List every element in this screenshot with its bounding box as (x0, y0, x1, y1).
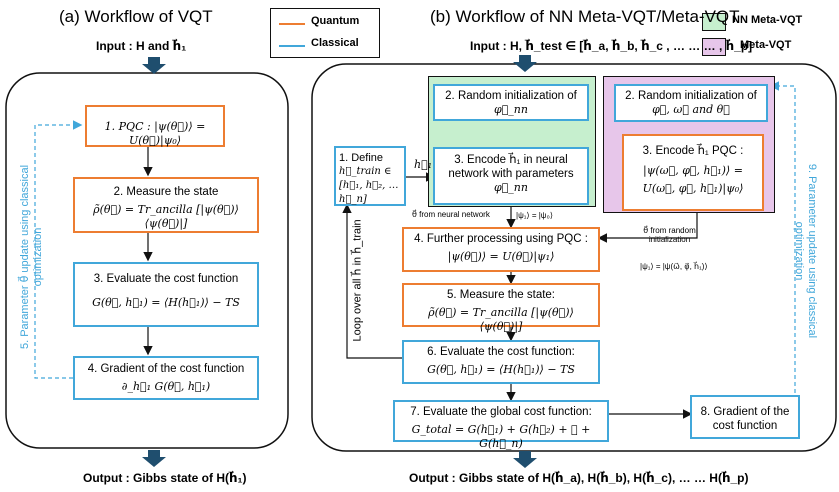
psi1-meta-label: |ψ₁⟩ = |ψ(ω⃗, φ⃗, h⃗₁)⟩ (640, 262, 708, 271)
left-gradient-eq: ∂_h⃗₁ G(θ⃗, h⃗₁) (121, 380, 211, 393)
define-eq: h⃗_train ∈ [h⃗₁, h⃗₂, … h⃗_n] (339, 166, 399, 205)
legend-meta-swatch (702, 38, 726, 56)
gradient-box: 8. Gradient of the cost function (690, 395, 800, 439)
left-output: Output : Gibbs state of H(h⃗₁) (83, 471, 247, 485)
left-gradient-title: 4. Gradient of the cost function (87, 363, 245, 375)
left-measure-eq: ρ̃(θ⃗) = Tr_ancilla [|ψ(θ⃗)⟩⟨ψ(θ⃗)|] (93, 203, 239, 230)
evaluate-cost-eq: G(θ⃗, h⃗₁) = ⟨H(h⃗₁)⟩ − TS (427, 363, 575, 376)
input-output-arrows (142, 55, 537, 468)
update-label: 9. Parameter update using classical opti… (793, 163, 818, 339)
meta-encode-title: 3. Encode h⃗₁ PQC : (642, 145, 744, 157)
nn-random-init-box: 2. Random initialization of φ⃗_nn (433, 84, 589, 121)
h1-arrow-label: h⃗₁ (414, 158, 433, 171)
meta-encode-box: 3. Encode h⃗₁ PQC : |ψ(ω⃗, φ⃗, h⃗₁)⟩ = U… (622, 134, 764, 211)
nn-random-init-eq: φ⃗_nn (494, 103, 528, 116)
right-frame (311, 63, 837, 452)
meta-encode-eq2: U(ω⃗, φ⃗, h⃗₁)|ψ₀⟩ (642, 182, 744, 195)
right-output: Output : Gibbs state of H(h⃗_a), H(h⃗_b)… (409, 471, 749, 485)
loop-label: Loop over all h⃗ in h⃗_train (351, 219, 364, 342)
gradient-title: 8. Gradient of the cost function (700, 406, 790, 432)
left-cost-title: 3. Evaluate the cost function (93, 273, 239, 285)
meta-encode-eq1: |ψ(ω⃗, φ⃗, h⃗₁)⟩ = (643, 164, 743, 177)
left-pqc-text: 1. PQC : |ψ(θ⃗)⟩ = U(θ⃗)|ψ₀⟩ (104, 120, 206, 147)
left-cost-eq: G(θ⃗, h⃗₁) = ⟨H(h⃗₁)⟩ − TS (92, 296, 240, 309)
legend-meta-label: Meta-VQT (740, 39, 792, 51)
left-feedback-loop (34, 120, 83, 379)
left-gradient-box: 4. Gradient of the cost function ∂_h⃗₁ G… (73, 356, 259, 400)
global-cost-eq: G_total = G(h⃗₁) + G(h⃗₂) + ⋯ + G(h⃗_n) (411, 423, 591, 450)
legend-quantum-classical: Quantum Classical (270, 8, 380, 58)
nn-random-init-title: 2. Random initialization of (445, 90, 577, 102)
legend-classical-label: Classical (311, 37, 359, 49)
further-processing-title: 4. Further processing using PQC : (414, 233, 588, 245)
left-measure-title: 2. Measure the state (113, 186, 219, 198)
define-title: 1. Define (339, 152, 384, 164)
left-pqc-box: 1. PQC : |ψ(θ⃗)⟩ = U(θ⃗)|ψ₀⟩ (85, 105, 225, 147)
meta-random-init-eq: φ⃗, ω⃗ and θ⃗ (652, 103, 730, 116)
nn-encode-box: 3. Encode h⃗₁ in neural network with par… (433, 147, 589, 205)
nn-encode-eq: φ⃗_nn (494, 181, 528, 194)
global-cost-title: 7. Evaluate the global cost function: (410, 406, 592, 418)
left-frame (5, 72, 289, 449)
legend-quantum-label: Quantum (311, 15, 360, 27)
measure-state-box: 5. Measure the state: ρ̃(θ⃗) = Tr_ancill… (402, 283, 600, 333)
legend-classical-line (279, 45, 305, 47)
legend-nn-label: NN Meta-VQT (732, 14, 803, 26)
evaluate-cost-title: 6. Evaluate the cost function: (427, 346, 575, 358)
further-processing-box: 4. Further processing using PQC : |ψ(θ⃗)… (402, 227, 600, 272)
define-train-box: 1. Define h⃗_train ∈ [h⃗₁, h⃗₂, … h⃗_n] (334, 146, 406, 206)
legend-quantum-line (279, 23, 305, 25)
left-input: Input : H and h⃗₁ (96, 39, 187, 53)
left-cost-box: 3. Evaluate the cost function G(θ⃗, h⃗₁)… (73, 262, 259, 327)
evaluate-cost-box: 6. Evaluate the cost function: G(θ⃗, h⃗₁… (402, 340, 600, 384)
left-measure-box: 2. Measure the state ρ̃(θ⃗) = Tr_ancilla… (73, 177, 259, 233)
meta-random-init-title: 2. Random initialization of (625, 90, 757, 102)
further-processing-eq: |ψ(θ⃗)⟩ = U(θ⃗)|ψ₁⟩ (447, 250, 555, 263)
measure-state-eq: ρ̃(θ⃗) = Tr_ancilla [|ψ(θ⃗)⟩⟨ψ(θ⃗)|] (428, 306, 574, 333)
legend-nn-swatch (702, 13, 726, 31)
left-update-label: 5. Parameter θ⃗ update using classical o… (19, 164, 44, 350)
theta-nn-label: θ⃗ from neural network (412, 210, 490, 219)
meta-random-init-box: 2. Random initialization of φ⃗, ω⃗ and θ… (614, 84, 768, 122)
psi1-nn-label: |ψ₁⟩ = |ψ₀⟩ (516, 211, 553, 220)
left-title: (a) Workflow of VQT (59, 7, 213, 26)
right-title: (b) Workflow of NN Meta-VQT/Meta-VQT (430, 7, 740, 26)
nn-encode-title: 3. Encode h⃗₁ in neural network with par… (448, 154, 574, 180)
right-input: Input : H, h⃗_test ∈ [h⃗_a, h⃗_b, h⃗_c ,… (470, 39, 753, 53)
measure-state-title: 5. Measure the state: (446, 289, 556, 301)
global-cost-box: 7. Evaluate the global cost function: G_… (393, 400, 609, 450)
theta-random-label: θ⃗ from random initialization (643, 226, 696, 244)
legend-variants: NN Meta-VQT Meta-VQT (702, 10, 836, 62)
